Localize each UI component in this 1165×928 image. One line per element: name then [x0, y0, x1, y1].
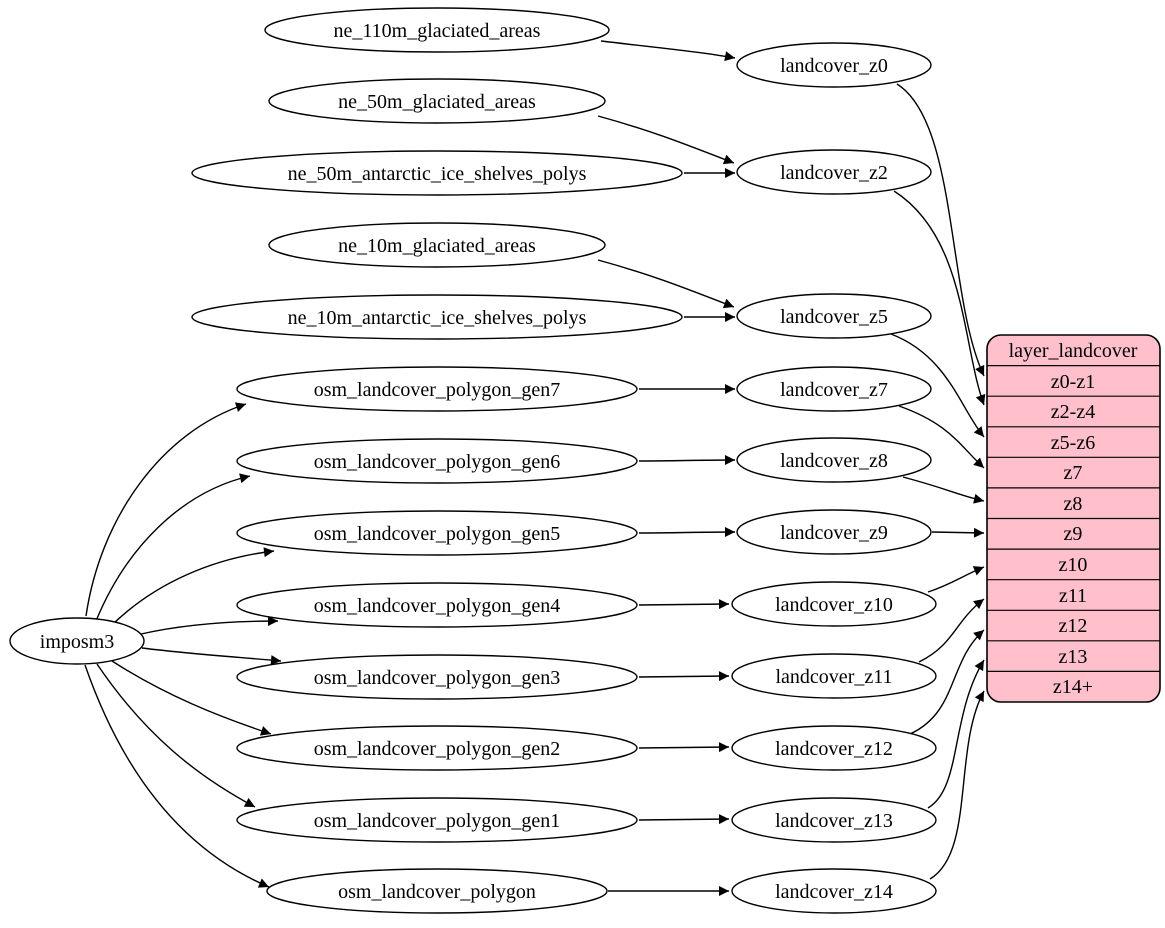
table-title: layer_landcover — [1009, 340, 1138, 362]
node-label: landcover_z8 — [780, 450, 888, 472]
edge-ne-10m-to-landcover-z5 — [597, 259, 735, 309]
node-landcover-z10: landcover_z10 — [731, 581, 937, 627]
node-label: ne_50m_glaciated_areas — [338, 91, 536, 113]
node-label: landcover_z9 — [780, 522, 888, 544]
node-osm-landcover-polygon-gen6: osm_landcover_polygon_gen6 — [236, 438, 638, 484]
table-row-z2-z4: z2-z4 — [1051, 401, 1095, 423]
node-landcover-z2: landcover_z2 — [736, 149, 932, 195]
node-osm-landcover-polygon-gen4: osm_landcover_polygon_gen4 — [236, 582, 638, 628]
node-osm-landcover-polygon-gen3: osm_landcover_polygon_gen3 — [236, 654, 638, 700]
edge-gen6-to-landcover-z8 — [638, 455, 736, 466]
node-ne-10m-glaciated-areas: ne_10m_glaciated_areas — [268, 222, 606, 268]
node-label: landcover_z5 — [780, 306, 888, 328]
node-label: ne_10m_antarctic_ice_shelves_polys — [288, 307, 587, 329]
node-osm-landcover-polygon-gen2: osm_landcover_polygon_gen2 — [236, 725, 638, 771]
node-label: landcover_z10 — [775, 594, 893, 616]
table-row-z11: z11 — [1059, 585, 1087, 607]
edge-gen2-to-landcover-z12 — [638, 742, 730, 753]
node-osm-landcover-polygon-gen1: osm_landcover_polygon_gen1 — [236, 797, 638, 843]
table-row-z9: z9 — [1064, 523, 1083, 545]
edge-landcover-z8-to-row-z8 — [902, 476, 985, 504]
edge-landcover-z13-to-row-z13 — [927, 659, 985, 809]
edge-imposm3-to-gen1 — [96, 663, 256, 808]
edge-landcover-z5-to-row-z5-z6 — [890, 333, 985, 438]
node-label: ne_50m_antarctic_ice_shelves_polys — [288, 163, 587, 185]
edge-ne-110m-to-landcover-z0 — [600, 40, 736, 62]
node-ne-50m-glaciated-areas: ne_50m_glaciated_areas — [268, 78, 606, 124]
node-landcover-z14: landcover_z14 — [731, 868, 937, 914]
node-label: osm_landcover_polygon_gen3 — [314, 667, 561, 689]
node-label: ne_110m_glaciated_areas — [334, 20, 541, 42]
node-label: landcover_z14 — [775, 881, 893, 903]
node-osm-landcover-polygon-gen7: osm_landcover_polygon_gen7 — [236, 366, 638, 412]
node-landcover-z13: landcover_z13 — [731, 797, 937, 843]
node-label: imposm3 — [40, 631, 114, 653]
node-osm-landcover-polygon-gen5: osm_landcover_polygon_gen5 — [236, 510, 638, 556]
table-row-z8: z8 — [1064, 493, 1083, 515]
table-row-z5-z6: z5-z6 — [1051, 432, 1095, 454]
edge-gen5-to-landcover-z9 — [638, 527, 736, 538]
table-row-z13: z13 — [1059, 646, 1088, 668]
table-row-z7: z7 — [1064, 462, 1083, 484]
edge-landcover-z12-to-row-z12 — [909, 629, 985, 735]
edge-layer — [84, 40, 986, 896]
node-label: osm_landcover_polygon_gen2 — [314, 738, 561, 760]
node-label: osm_landcover_polygon_gen4 — [314, 595, 561, 617]
node-label: osm_landcover_polygon_gen1 — [314, 810, 561, 832]
edge-imposm3-to-gen3 — [141, 647, 282, 666]
table-row-z10: z10 — [1059, 554, 1088, 576]
node-label: landcover_z7 — [780, 379, 888, 401]
node-landcover-z12: landcover_z12 — [731, 725, 937, 771]
edge-gen3-to-landcover-z11 — [638, 671, 730, 682]
node-ne-10m-antarctic-ice-shelves-polys: ne_10m_antarctic_ice_shelves_polys — [191, 294, 683, 340]
node-label: landcover_z0 — [780, 55, 888, 77]
node-layer-landcover-table: layer_landcover z0-z1 z2-z4 z5-z6 z7 z8 … — [986, 334, 1161, 703]
table-row-z12: z12 — [1059, 615, 1088, 637]
edge-imposm3-to-osm-landcover-polygon — [84, 664, 270, 888]
node-label: landcover_z11 — [776, 666, 893, 688]
node-label: landcover_z2 — [780, 162, 888, 184]
edge-gen1-to-landcover-z13 — [638, 814, 730, 825]
node-ne-50m-antarctic-ice-shelves-polys: ne_50m_antarctic_ice_shelves_polys — [191, 150, 683, 196]
node-label: osm_landcover_polygon — [338, 881, 536, 903]
node-landcover-z11: landcover_z11 — [731, 653, 937, 699]
edge-imposm3-to-gen5 — [109, 547, 275, 628]
edge-landcover-z0-to-row-z0-z1 — [896, 83, 985, 377]
table-row-z0-z1: z0-z1 — [1051, 371, 1095, 393]
node-ne-110m-glaciated-areas: ne_110m_glaciated_areas — [264, 7, 610, 53]
table-row-z14plus: z14+ — [1053, 676, 1093, 698]
node-landcover-z8: landcover_z8 — [736, 437, 932, 483]
edge-gen4-to-landcover-z10 — [638, 599, 730, 610]
node-landcover-z7: landcover_z7 — [736, 366, 932, 412]
node-landcover-z0: landcover_z0 — [736, 42, 932, 88]
edge-landcover-z7-to-row-z7 — [898, 405, 985, 469]
edge-landcover-z10-to-row-z10 — [927, 566, 985, 593]
node-label: landcover_z13 — [775, 810, 893, 832]
node-label: osm_landcover_polygon_gen6 — [314, 451, 561, 473]
node-landcover-z5: landcover_z5 — [736, 293, 932, 339]
edge-imposm3-to-gen4 — [140, 616, 279, 635]
edge-imposm3-to-gen2 — [111, 660, 272, 736]
edge-imposm3-to-gen7 — [85, 402, 247, 617]
edge-ne-50m-glaciated-to-landcover-z2 — [597, 115, 735, 165]
node-label: osm_landcover_polygon_gen5 — [314, 523, 561, 545]
edge-landcover-z14-to-row-z14plus — [929, 690, 985, 880]
node-imposm3: imposm3 — [9, 617, 145, 665]
node-label: osm_landcover_polygon_gen7 — [314, 379, 561, 401]
edge-landcover-z11-to-row-z11 — [918, 598, 985, 663]
node-label: landcover_z12 — [775, 738, 893, 760]
edge-landcover-z2-to-row-z2-z4 — [893, 190, 986, 406]
edge-imposm3-to-gen6 — [95, 473, 251, 622]
node-landcover-z9: landcover_z9 — [736, 509, 932, 555]
node-osm-landcover-polygon: osm_landcover_polygon — [266, 868, 608, 914]
node-label: ne_10m_glaciated_areas — [338, 235, 536, 257]
edge-landcover-z9-to-row-z9 — [931, 527, 985, 538]
